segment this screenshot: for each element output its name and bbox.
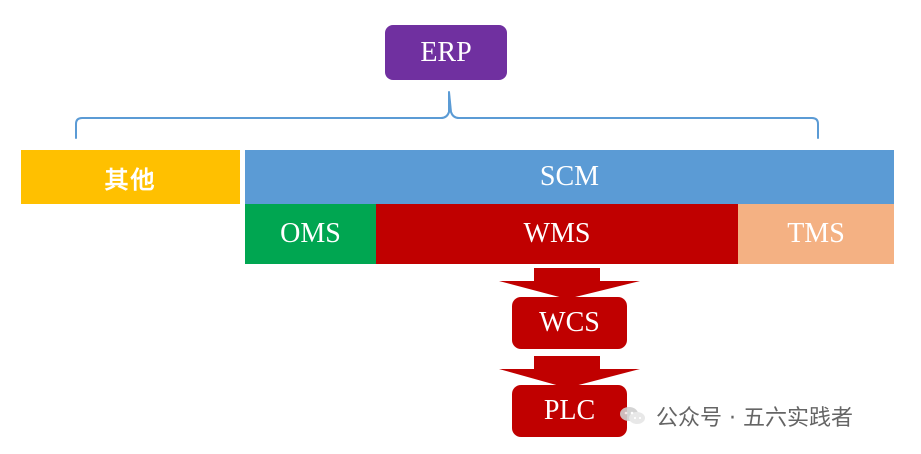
other-box: 其他: [21, 150, 240, 204]
wechat-icon: [620, 407, 645, 424]
plc-label: PLC: [543, 395, 596, 426]
erp-box: ERP: [385, 25, 507, 80]
plc-box: PLC: [512, 385, 627, 437]
arrow-wcs-to-plc: [499, 356, 640, 388]
tms-label: TMS: [787, 218, 845, 249]
other-label: 其他: [104, 165, 157, 194]
wcs-label: WCS: [539, 307, 600, 338]
wcs-box: WCS: [512, 297, 627, 349]
oms-box: OMS: [245, 204, 376, 264]
watermark-text: 公众号 · 五六实践者: [656, 406, 853, 431]
wms-label: WMS: [523, 218, 591, 249]
watermark: 公众号 · 五六实践者: [618, 396, 908, 436]
scm-label: SCM: [539, 161, 600, 192]
scm-box: SCM: [245, 150, 894, 204]
tms-box: TMS: [738, 204, 894, 264]
oms-label: OMS: [280, 218, 341, 249]
erp-label: ERP: [420, 36, 472, 68]
wms-box: WMS: [376, 204, 738, 264]
arrow-wms-to-wcs: [499, 268, 640, 299]
